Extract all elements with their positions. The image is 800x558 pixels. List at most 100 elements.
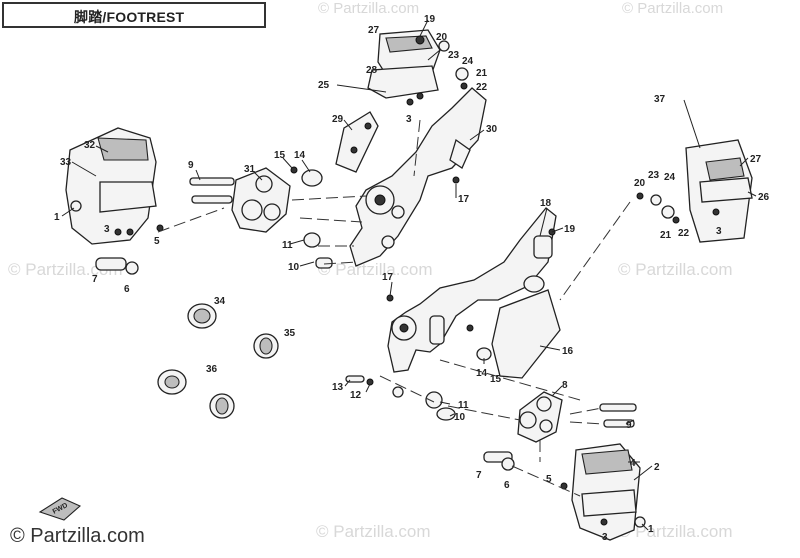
callout-24: 24: [462, 56, 474, 67]
watermark: © Partzilla.com: [8, 260, 123, 279]
right-rear-footpeg: [636, 139, 753, 243]
callout-20: 20: [634, 178, 646, 189]
footpeg-grip: [581, 449, 633, 475]
callout-31: 31: [244, 164, 256, 175]
callout-13: 13: [332, 382, 344, 393]
watermark: © Partzilla.com: [318, 260, 433, 279]
callout-9: 9: [188, 160, 194, 171]
callout-labels: 19 20 27 23 24 28 21 22 25 3 29 30 33 32…: [54, 14, 770, 543]
footpeg-teeth: [99, 181, 157, 213]
callout-36: 36: [206, 364, 218, 375]
callout-14: 14: [476, 368, 488, 379]
callout-16: 16: [562, 346, 574, 357]
callout-19: 19: [424, 14, 436, 25]
right-front-footpeg: [483, 443, 646, 541]
watermark: © Partzilla.com: [318, 0, 420, 17]
clip: [672, 216, 680, 224]
callout-7: 7: [92, 274, 98, 285]
callout-18: 18: [540, 198, 552, 209]
bracket-boss: [519, 411, 537, 429]
screw-3: [600, 518, 608, 526]
callout-33: 33: [60, 157, 72, 168]
callout-11: 11: [458, 400, 469, 411]
slot: [429, 315, 445, 345]
callout-3: 3: [716, 226, 722, 237]
bracket-boss: [263, 203, 281, 221]
footpeg-body: [367, 65, 439, 99]
bracket-boss: [241, 199, 263, 221]
callout-32: 32: [84, 140, 96, 151]
callout-23: 23: [448, 50, 460, 61]
callout-1: 1: [648, 524, 654, 535]
cover: [449, 138, 471, 169]
bracket-hole: [399, 323, 409, 333]
watermark: © Partzilla.com: [618, 260, 733, 279]
callout-14: 14: [294, 150, 306, 161]
callout-17: 17: [458, 194, 470, 205]
callout-20: 20: [436, 32, 448, 43]
callout-22: 22: [476, 82, 488, 93]
footpeg-body: [699, 177, 753, 203]
pin: [636, 192, 644, 200]
callout-3: 3: [602, 532, 608, 543]
watermark: © Partzilla.com: [316, 522, 431, 541]
right-lower-bracket: [517, 391, 637, 443]
rear-footrest-bracket: [335, 87, 487, 267]
washer: [392, 386, 404, 398]
bracket-boss: [255, 175, 273, 193]
callout-21: 21: [476, 68, 488, 79]
bracket-hole: [381, 235, 395, 249]
callout-6: 6: [504, 480, 510, 491]
footpeg-teeth: [581, 489, 637, 517]
bolt-13: [345, 375, 365, 383]
watermark: © Partzilla.com: [618, 522, 733, 541]
nut: [290, 166, 298, 174]
callout-10: 10: [288, 262, 300, 273]
callout-12: 12: [350, 390, 362, 401]
callout-25: 25: [318, 80, 330, 91]
callout-34: 34: [214, 296, 226, 307]
callout-6: 6: [124, 284, 130, 295]
callout-24: 24: [664, 172, 676, 183]
callout-4: 4: [630, 458, 636, 469]
callout-5: 5: [546, 474, 552, 485]
damper: [533, 235, 553, 259]
callout-27: 27: [750, 154, 762, 165]
washer: [650, 194, 662, 206]
bracket-boss: [536, 396, 552, 412]
callout-7: 7: [476, 470, 482, 481]
bracket-boss: [539, 419, 553, 433]
callout-17: 17: [382, 272, 394, 283]
bushing-36b-inner: [215, 397, 229, 415]
spring: [125, 261, 139, 275]
bushing-11: [425, 391, 443, 409]
left-footrest-assembly: [65, 127, 164, 275]
spring: [455, 67, 469, 81]
front-left-bracket: [189, 166, 333, 269]
partzilla-logo: © Partzilla.com: [10, 525, 145, 547]
bushing-35-inner: [259, 337, 273, 355]
watermark: © Partzilla.com: [622, 0, 724, 17]
bracket-hole: [374, 194, 386, 206]
bolt: [315, 257, 333, 269]
callout-11: 11: [282, 240, 293, 251]
pivot-pin: [95, 257, 127, 271]
bolt: [452, 176, 460, 184]
bushing: [303, 232, 321, 248]
fwd-arrow-icon: FWD: [38, 497, 82, 521]
clip: [460, 82, 468, 90]
callout-15: 15: [274, 150, 286, 161]
bracket-hole: [391, 205, 405, 219]
screw: [114, 228, 122, 236]
leader-lines: [61, 19, 757, 531]
callout-35: 35: [284, 328, 296, 339]
heel-guard: [491, 289, 561, 379]
right-main-bracket: [386, 207, 561, 379]
callout-8: 8: [562, 380, 568, 391]
callout-1: 1: [54, 212, 60, 223]
footpeg-grip: [97, 137, 149, 161]
screw: [416, 92, 424, 100]
callout-27: 27: [368, 25, 380, 36]
